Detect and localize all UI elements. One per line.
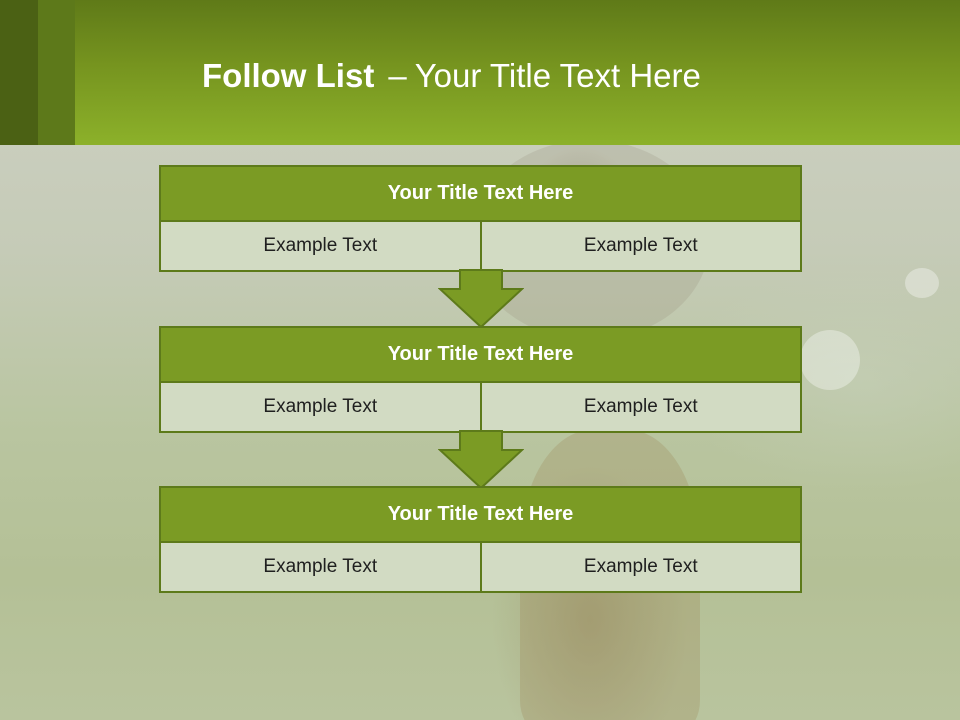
block-cell-right: Example Text (481, 543, 802, 593)
slide-title-dash: – (388, 57, 407, 94)
header-accent-bar-mid (38, 0, 75, 145)
slide-title-bold: Follow List (202, 57, 375, 94)
block-cell-left: Example Text (159, 222, 482, 272)
block-row: Example Text Example Text (159, 383, 802, 433)
block-title: Your Title Text Here (159, 326, 802, 383)
header-accent-bar-dark (0, 0, 38, 145)
block-cell-right: Example Text (481, 222, 802, 272)
background-flowers (800, 330, 860, 390)
block-cell-right: Example Text (481, 383, 802, 433)
slide-title: Follow List–Your Title Text Here (202, 56, 701, 96)
slide-title-rest: Your Title Text Here (414, 57, 701, 94)
block-title: Your Title Text Here (159, 165, 802, 222)
block-cell-left: Example Text (159, 383, 482, 433)
header-band (0, 0, 960, 145)
down-arrow-icon (438, 269, 524, 329)
list-block-2: Your Title Text Here Example Text Exampl… (159, 326, 802, 433)
list-block-1: Your Title Text Here Example Text Exampl… (159, 165, 802, 272)
down-arrow-icon (438, 430, 524, 490)
block-title: Your Title Text Here (159, 486, 802, 543)
background-flowers-small (905, 268, 939, 298)
block-cell-left: Example Text (159, 543, 482, 593)
block-row: Example Text Example Text (159, 543, 802, 593)
block-row: Example Text Example Text (159, 222, 802, 272)
list-block-3: Your Title Text Here Example Text Exampl… (159, 486, 802, 593)
